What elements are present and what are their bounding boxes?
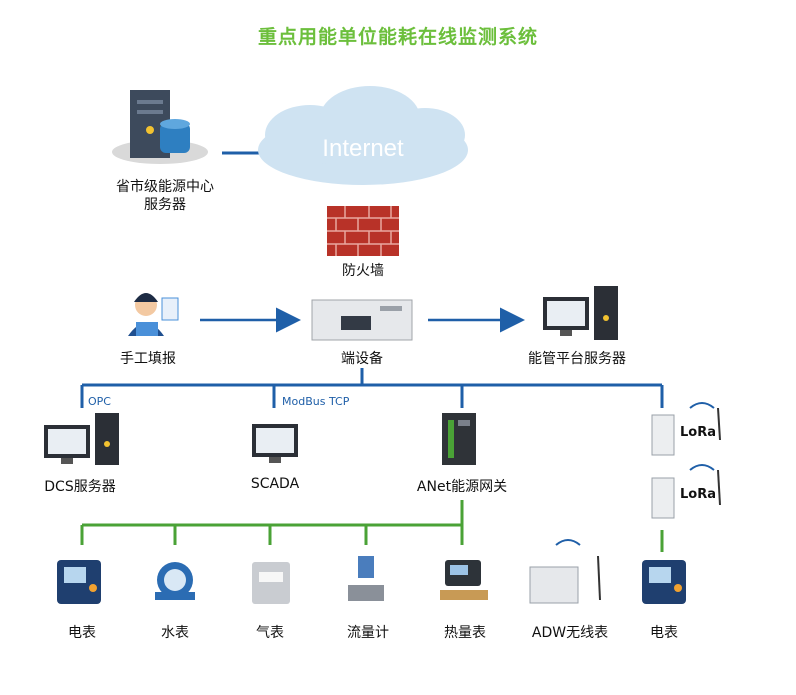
anet-gateway-label: ANet能源网关 (416, 479, 508, 495)
lora-module-icon-2: LoRa (651, 464, 721, 519)
dcs-server-label: DCS服务器 (44, 479, 116, 495)
electric-meter-icon-1 (57, 560, 101, 604)
scada-label: SCADA (250, 476, 300, 492)
dcs-server-icon (44, 413, 119, 465)
firewall-icon (327, 206, 399, 256)
electric-meter-label-2: 电表 (650, 625, 678, 641)
lora-label-2: LoRa (680, 487, 716, 502)
flow-meter-label: 流量计 (347, 625, 389, 641)
provincial-server-icon (112, 90, 208, 164)
edge-device-label: 端设备 (341, 351, 383, 367)
lora-module-icon-1: LoRa (651, 402, 721, 456)
provincial-server-label: 省市级能源中心 服务器 (116, 179, 214, 213)
adw-meter-label: ADW无线表 (531, 625, 609, 641)
blue-bus (80, 368, 664, 408)
manual-entry-label: 手工填报 (120, 351, 176, 367)
manual-entry-icon (128, 293, 179, 336)
internet-cloud: Internet (258, 86, 468, 185)
electric-meter-label-1: 电表 (68, 625, 96, 641)
platform-server-icon (543, 286, 618, 340)
heat-meter-icon (440, 560, 488, 600)
edge-device-icon (311, 299, 413, 341)
lora-label-1: LoRa (680, 425, 716, 440)
gas-meter-label: 气表 (256, 625, 284, 641)
adw-meter-icon (529, 539, 601, 604)
opc-label: OPC (88, 395, 111, 408)
electric-meter-icon-2 (642, 560, 686, 604)
platform-server-label: 能管平台服务器 (528, 351, 626, 367)
water-meter-label: 水表 (161, 625, 189, 641)
firewall-label: 防火墙 (342, 263, 384, 279)
heat-meter-label: 热量表 (444, 625, 486, 641)
anet-gateway-icon (442, 413, 476, 465)
cloud-label: Internet (322, 135, 404, 162)
gas-meter-icon (252, 562, 290, 604)
green-bus (80, 500, 664, 552)
modbus-label: ModBus TCP (282, 395, 350, 408)
scada-monitor-icon (252, 424, 298, 463)
flow-meter-icon (348, 556, 384, 601)
diagram-title: 重点用能单位能耗在线监测系统 (257, 26, 538, 48)
water-meter-icon (155, 562, 195, 600)
